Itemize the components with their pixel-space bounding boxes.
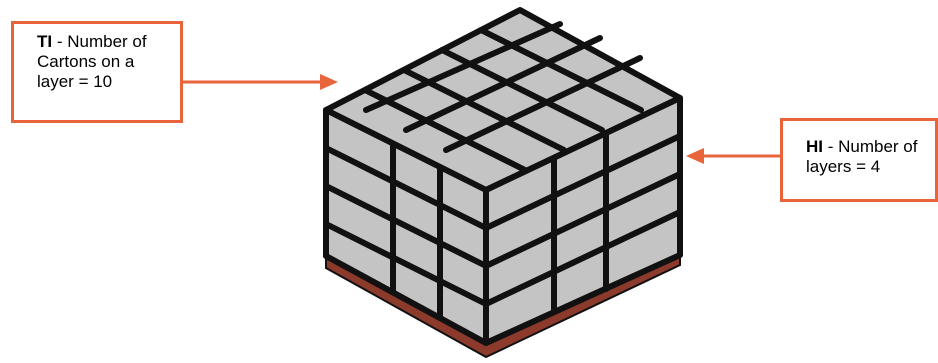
ti-arrow [183,74,338,90]
hi-arrow [686,148,780,164]
